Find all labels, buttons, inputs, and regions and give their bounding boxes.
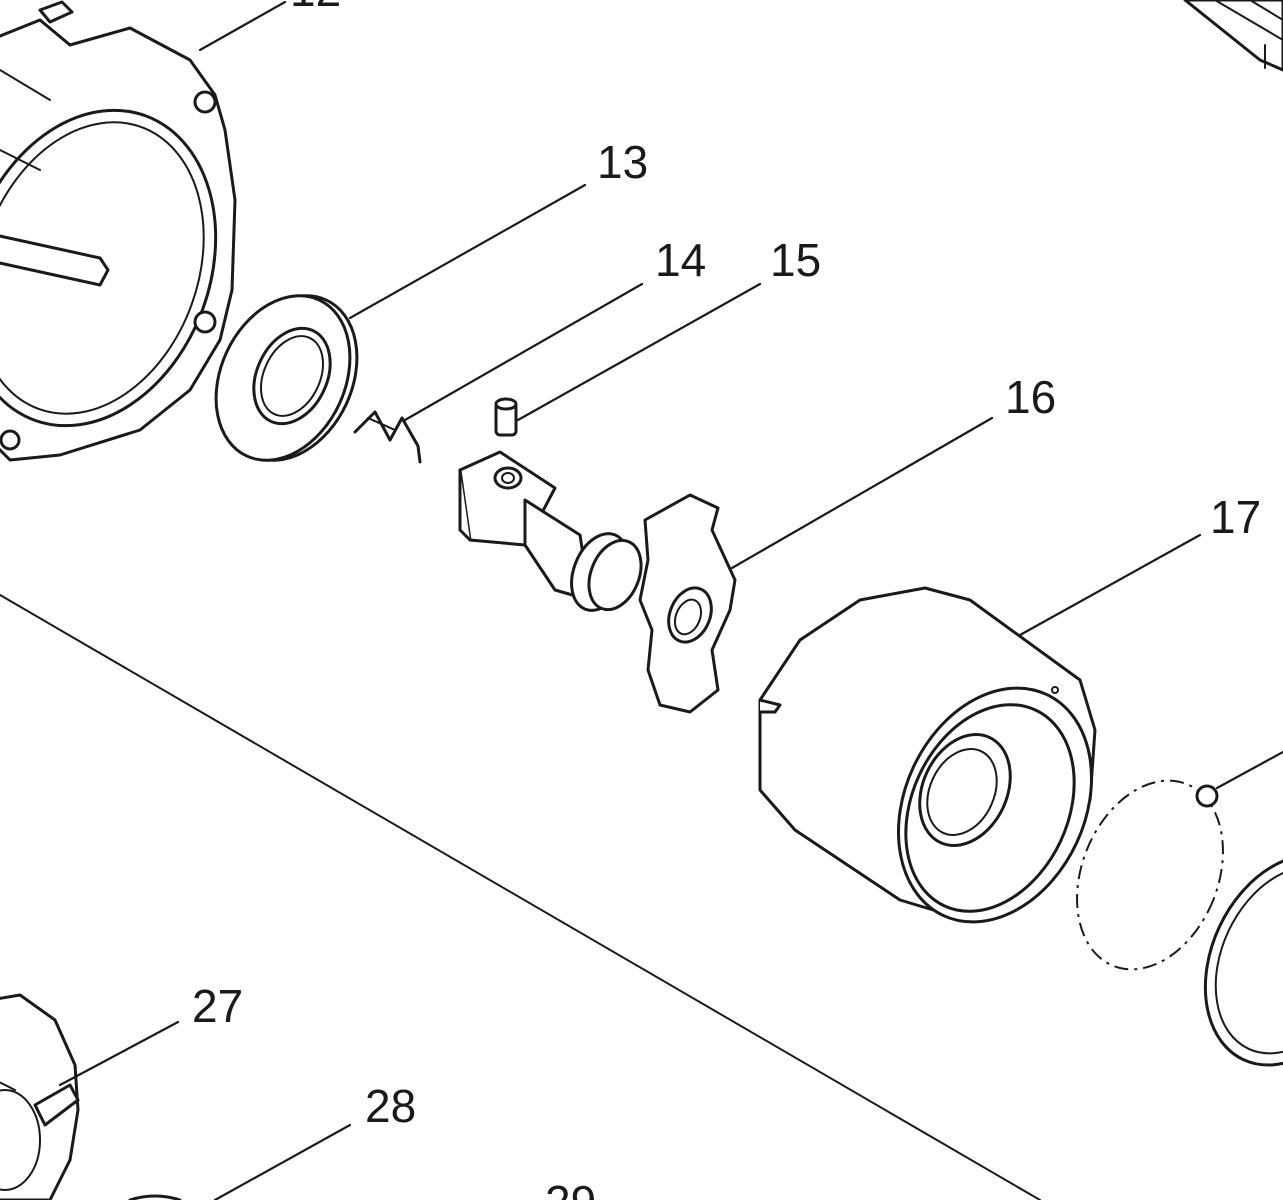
callout-12: 12 [290, 0, 341, 16]
anvil-part-16 [458, 450, 737, 714]
housing-part-12 [0, 0, 237, 462]
leader-12 [198, 0, 287, 52]
callout-17: 17 [1210, 491, 1261, 543]
callout-14: 14 [655, 234, 706, 286]
seal-washer-part-13 [214, 294, 359, 462]
leader-27 [58, 1020, 180, 1087]
callout-16: 16 [1005, 371, 1056, 423]
housing-part-27 [0, 993, 80, 1200]
leader-15 [516, 282, 762, 422]
top-right-partial-part [1183, 0, 1283, 72]
leader-ball [1215, 750, 1283, 790]
leader-17 [1018, 533, 1202, 637]
pin-part-15 [494, 397, 518, 437]
part-28-partial [128, 1194, 182, 1200]
callout-28: 28 [365, 1080, 416, 1132]
leader-28 [213, 1123, 352, 1200]
leader-14 [403, 282, 644, 422]
callout-15: 15 [770, 234, 821, 286]
right-partial-ring [1203, 853, 1283, 1067]
assembly-axis-line [0, 594, 1041, 1200]
steel-ball-and-ring [1076, 779, 1224, 971]
callout-27: 27 [192, 980, 243, 1032]
spring-part-14 [353, 410, 422, 464]
hammer-case-part-17 [758, 586, 1097, 924]
leader-13 [348, 183, 587, 320]
callout-29: 29 [545, 1176, 596, 1200]
leader-16 [730, 416, 994, 570]
callout-13: 13 [597, 136, 648, 188]
